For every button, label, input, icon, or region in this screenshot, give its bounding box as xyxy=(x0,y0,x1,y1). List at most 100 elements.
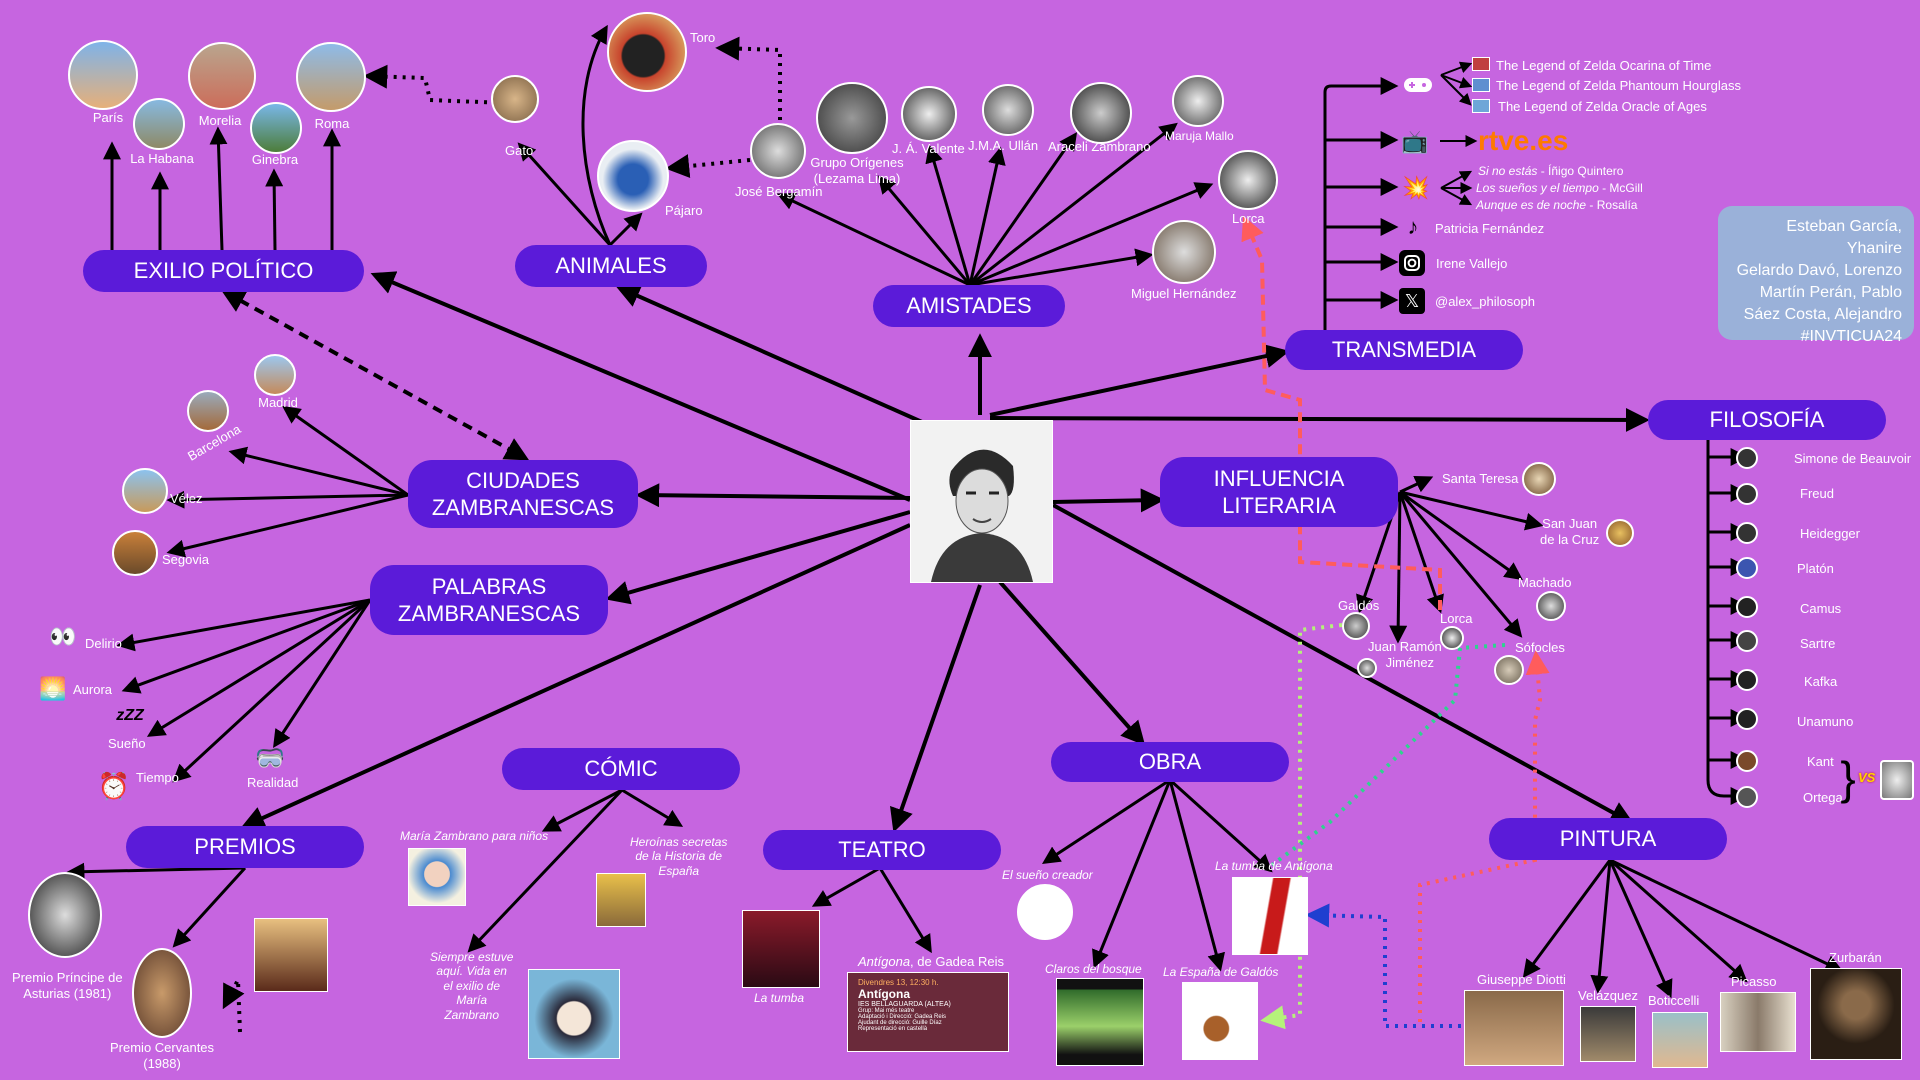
zelda-cover-3 xyxy=(1472,99,1490,113)
tiktok-handle: Patricia Fernández xyxy=(1435,221,1545,236)
influence-label-sofocles: Sófocles xyxy=(1515,640,1565,655)
teatro-label-antigona: Antígona, de Gadea Reis xyxy=(858,954,1004,970)
song-2-artist: - McGill xyxy=(1598,181,1643,195)
hub-animales[interactable]: ANIMALES xyxy=(515,245,707,287)
hub-filosofia-label: FILOSOFÍA xyxy=(1709,407,1825,433)
obra-label-claros: Claros del bosque xyxy=(1045,962,1142,976)
hub-pintura[interactable]: PINTURA xyxy=(1489,818,1727,860)
hub-comic-label: CÓMIC xyxy=(584,756,658,782)
influence-label-santa-teresa: Santa Teresa xyxy=(1442,471,1519,486)
la-habana-photo xyxy=(133,98,185,150)
sunrise-icon: 🌅 xyxy=(39,676,67,701)
philosopher-photo-1 xyxy=(1736,447,1758,469)
philosopher-photo-9 xyxy=(1736,750,1758,772)
influence-label-jrj-2: Jiménez xyxy=(1385,654,1435,670)
hub-teatro[interactable]: TEATRO xyxy=(763,830,1001,870)
hub-comic[interactable]: CÓMIC xyxy=(502,748,740,790)
influence-label-san-juan-2: de la Cruz xyxy=(1540,531,1600,547)
obra-label-espana: La España de Galdós xyxy=(1163,965,1279,979)
gamepad-icon xyxy=(1402,73,1434,97)
city-label-paris: París xyxy=(92,110,124,125)
hub-animales-label: ANIMALES xyxy=(555,253,667,279)
music-burst-icon: 💥 xyxy=(1402,175,1430,200)
philosopher-camus: Camus xyxy=(1800,601,1842,616)
painting-velazquez xyxy=(1580,1006,1636,1062)
hub-exilio-politico[interactable]: EXILIO POLÍTICO xyxy=(83,250,364,292)
hub-influencia-label-1: INFLUENCIA xyxy=(1213,465,1345,491)
comic-label-siempre-2: aquí. Vida en xyxy=(436,964,507,979)
paris-photo xyxy=(68,40,138,110)
teatro-label-tumba: La tumba xyxy=(754,991,805,1005)
jrj-photo xyxy=(1357,658,1377,678)
hub-transmedia[interactable]: TRANSMEDIA xyxy=(1285,330,1523,370)
painter-label-velazquez: Velázquez xyxy=(1578,988,1638,1003)
influence-label-jrj: Juan Ramón Jiménez xyxy=(1368,639,1442,670)
araceli-photo xyxy=(1070,82,1132,144)
hub-teatro-label: TEATRO xyxy=(838,837,926,863)
philosopher-ortega: Ortega xyxy=(1803,790,1843,805)
philosopher-photo-3 xyxy=(1736,522,1758,544)
comic-label-siempre-5: Zambrano xyxy=(444,1007,500,1022)
premio-label-asturias-2: Asturias (1981) xyxy=(23,985,112,1001)
premio-label-cervantes-1: Premio Cervantes xyxy=(110,1040,215,1055)
hub-transmedia-label: TRANSMEDIA xyxy=(1331,337,1477,363)
painting-picasso xyxy=(1720,992,1796,1052)
credits-line-4: Sáez Costa, Alejandro xyxy=(1743,305,1902,323)
painter-label-picasso: Picasso xyxy=(1731,974,1777,989)
instagram-icon[interactable] xyxy=(1399,250,1425,276)
friend-label-maruja: Maruja Mallo xyxy=(1165,129,1234,143)
zzz-icon: zZZ xyxy=(116,707,144,724)
comic-label-heroinas-1: Heroínas secretas xyxy=(630,835,728,849)
poster-line-2: Antígona xyxy=(858,987,910,1001)
x-twitter-icon[interactable]: 𝕏 xyxy=(1399,288,1425,314)
philosopher-photo-2 xyxy=(1736,483,1758,505)
hub-influencia-literaria[interactable]: INFLUENCIA LITERARIA xyxy=(1160,457,1398,527)
asturias-photo xyxy=(28,872,102,958)
madrid-photo xyxy=(254,354,296,396)
hub-palabras-zambranescas[interactable]: PALABRAS ZAMBRANESCAS xyxy=(370,565,608,635)
hub-ciudades-zambranescas[interactable]: CIUDADES ZAMBRANESCAS xyxy=(408,460,638,528)
poster-line-3: IES BELLAGUARDA (ALTEA) xyxy=(858,1001,951,1008)
city-label-ginebra: Ginebra xyxy=(251,152,299,167)
philosopher-photo-8 xyxy=(1736,708,1758,730)
obra-label-sueno: El sueño creador xyxy=(1002,868,1093,882)
philosopher-photo-5 xyxy=(1736,596,1758,618)
philosopher-photo-10 xyxy=(1736,786,1758,808)
hub-palabras-label-2: ZAMBRANESCAS xyxy=(397,601,581,626)
hub-filosofia[interactable]: FILOSOFÍA xyxy=(1648,400,1886,440)
poster-line-4: Grup: Mai més teatre xyxy=(858,1008,915,1014)
san-juan-photo xyxy=(1606,519,1634,547)
hub-obra[interactable]: OBRA xyxy=(1051,742,1289,782)
tiktok-icon[interactable]: ♪ xyxy=(1407,214,1419,239)
vr-headset-icon: 🥽 xyxy=(255,744,285,772)
eyes-icon: 👀 xyxy=(49,624,77,649)
philosopher-photo-4 xyxy=(1736,557,1758,579)
lorca-photo xyxy=(1218,150,1278,210)
hub-amistades[interactable]: AMISTADES xyxy=(873,285,1065,327)
hub-premios-label: PREMIOS xyxy=(194,834,296,860)
hub-ciudades-label-1: CIUDADES xyxy=(466,467,580,493)
maruja-photo xyxy=(1172,75,1224,127)
song-3-title: Aunque es de noche xyxy=(1476,198,1587,212)
hub-premios[interactable]: PREMIOS xyxy=(126,826,364,868)
machado-photo xyxy=(1536,591,1566,621)
brace-icon: } xyxy=(1840,752,1856,804)
painter-label-diotti: Giuseppe Diotti xyxy=(1477,972,1566,987)
influence-label-machado: Machado xyxy=(1518,575,1572,590)
philosopher-platon: Platón xyxy=(1797,561,1834,576)
zelda-cover-1 xyxy=(1472,57,1490,71)
city-label-segovia: Segovia xyxy=(162,552,209,567)
comic-label-heroinas-3: España xyxy=(658,863,700,878)
zelda-game-3: The Legend of Zelda Oracle of Ages xyxy=(1498,99,1707,114)
philosopher-photo-6 xyxy=(1736,630,1758,652)
poster-line-5: Adaptació i Direcció: Gadea Reis xyxy=(858,1014,947,1020)
animal-label-pajaro: Pájaro xyxy=(665,203,703,218)
song-1-artist: - Íñigo Quintero xyxy=(1537,164,1624,178)
miguel-photo xyxy=(1152,220,1216,284)
influence-label-galdos: Galdós xyxy=(1338,598,1380,613)
word-label-tiempo: Tiempo xyxy=(136,770,179,785)
comic-cover-heroinas xyxy=(596,873,646,927)
valente-photo xyxy=(901,86,957,142)
lorca-small-photo xyxy=(1440,626,1464,650)
